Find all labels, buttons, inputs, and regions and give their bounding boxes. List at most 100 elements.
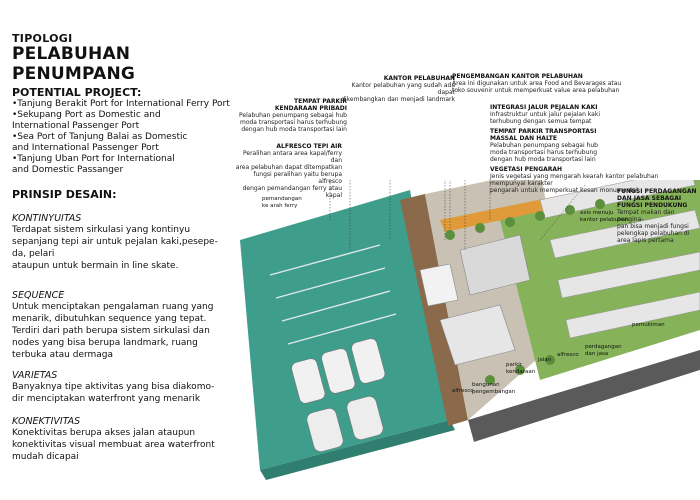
callout-title: MASSAL DAN HALTE xyxy=(490,135,557,142)
callout-line: terhubung dengan semua tempat xyxy=(490,118,592,125)
callout-vegetasi: VEGETASI PENGARAH Jenis vegetasi yang me… xyxy=(490,166,695,194)
callout-line: Peralihan antara area kapal/ferry dan xyxy=(242,150,342,164)
callout-title: ALFRESCO TEPI AIR xyxy=(276,143,342,150)
callout-line: area pelabuhan dapat ditempatkan xyxy=(235,164,342,171)
ferries xyxy=(291,338,386,452)
callout-line: Infrastruktur untuk jalur pejalan kaki xyxy=(490,111,600,118)
potential-item: •Tanjung Berakit Port for International … xyxy=(12,99,230,109)
principle-sequence: SEQUENCE Untuk menciptakan pengalaman ru… xyxy=(12,290,244,361)
callout-title: FUNGSI PERDAGANGAN xyxy=(617,188,697,195)
callout-line: Area ini digunakan untuk area Food and B… xyxy=(452,80,622,87)
callout-line: dikembangkan dan menjadi landmark xyxy=(341,96,455,103)
sidewalk xyxy=(474,370,700,448)
principle-text: Terdapat sistem sirkulasi yang kontinyu … xyxy=(12,224,244,272)
text-line: Terdapat sistem sirkulasi yang kontinyu xyxy=(12,225,191,235)
map-label-perdagangan: perdagangan dan jasa xyxy=(585,344,622,357)
map-label: kendaraan xyxy=(506,368,536,375)
principle-title: KONEKTIVITAS xyxy=(12,416,81,427)
water-area xyxy=(240,190,450,470)
callout-parkir-pribadi: TEMPAT PARKIR KENDARAAN PRIBADI Pelabuha… xyxy=(232,98,347,133)
map-label: pemandangan xyxy=(262,196,302,202)
map-label-parkir: parkir kendaraan xyxy=(506,362,535,375)
callout-parkir-massal: TEMPAT PARKIR TRANSPORTASI MASSAL DAN HA… xyxy=(490,128,650,163)
water-edge xyxy=(260,420,455,480)
potential-list: •Tanjung Berakit Port for International … xyxy=(12,99,244,176)
callout-line: pengarah untuk memperkuat kesan monument… xyxy=(490,187,638,194)
map-label: parkir xyxy=(506,362,523,368)
principles-heading: PRINSIP DESAIN: xyxy=(12,188,117,201)
text-line: da, pelari xyxy=(12,249,55,259)
callout-lines xyxy=(329,180,586,250)
text-line: Banyaknya tipe aktivitas yang bisa diako… xyxy=(12,382,215,392)
text-line: menarik, dibutuhkan sequence yang tepat. xyxy=(12,314,207,324)
callout-title: VEGETASI PENGARAH xyxy=(490,166,563,173)
map-label-jalan: jalan xyxy=(538,357,552,363)
commercial-halls xyxy=(539,180,700,339)
text-line: nodes yang bisa berupa landmark, ruang xyxy=(12,338,198,348)
text-line: Terdiri dari path berupa sistem sirkulas… xyxy=(12,326,210,336)
callout-title: TEMPAT PARKIR xyxy=(294,98,347,105)
callout-title: KENDARAAN PRIBADI xyxy=(274,105,347,112)
callout-line: Kantor pelabuhan yang sudah ada dapat xyxy=(351,82,455,96)
road xyxy=(468,350,700,442)
text-line: terbuka atau dermaga xyxy=(12,350,114,360)
potential-item: •Tanjung Uban Port for International xyxy=(12,154,175,164)
potential-item: International Passenger Port xyxy=(12,121,140,131)
potential-item: •Sea Port of Tanjung Balai as Domestic xyxy=(12,132,188,142)
map-label-alfresco-2: alfresco xyxy=(452,388,474,394)
callout-title: PENGEMBANGAN KANTOR PELABUHAN xyxy=(452,73,583,80)
callout-line: Jenis vegetasi yang mengarah kearah kant… xyxy=(490,173,659,187)
text-line: ataupun untuk bermain in line skate. xyxy=(12,261,179,271)
callout-line: fungsi peralihan yaitu berupa alfresco xyxy=(253,171,342,185)
callout-line: dengan hub moda transportasi lain xyxy=(241,126,347,133)
text-line: Untuk menciptakan pengalaman ruang yang xyxy=(12,302,214,312)
callout-line: kapal xyxy=(325,192,342,199)
principle-kontinyuitas: KONTINYUITAS Terdapat sistem sirkulasi y… xyxy=(12,213,244,272)
potential-item: and Domestic Passanger xyxy=(12,165,124,175)
map-label-axis: axis menuju kantor pelabuhan xyxy=(580,210,629,223)
principle-title: VARIETAS xyxy=(12,370,58,381)
callout-title: FUNGSI PENDUKUNG xyxy=(617,202,688,209)
marina-piers xyxy=(269,244,397,345)
map-label: dan jasa xyxy=(585,350,609,357)
map-label-pemandangan: pemandangan ke arah ferry xyxy=(262,196,302,209)
text-line: mudah dicapai xyxy=(12,452,79,462)
principle-title: SEQUENCE xyxy=(12,290,65,301)
callout-title: INTEGRASI JALUR PEJALAN KAKI xyxy=(490,104,598,111)
principle-text: Konektivitas berupa akses jalan ataupun … xyxy=(12,427,244,463)
map-label: kantor pelabuhan xyxy=(580,216,629,223)
principle-title: KONTINYUITAS xyxy=(12,213,82,224)
callout-line: pan bisa menjadi fungsi xyxy=(617,223,689,230)
callout-line: dengan pemandangan ferry atau xyxy=(242,185,342,192)
trees xyxy=(445,199,605,385)
map-label: axis menuju xyxy=(580,210,614,216)
callout-line: moda transportasi harus terhubung xyxy=(490,149,598,156)
page-title: PELABUHAN PENUMPANG xyxy=(12,44,136,84)
callout-line: moda transportasi harus terhubung xyxy=(239,119,347,126)
callout-line: Pelabuhan penumpang sebagai hub xyxy=(490,142,598,149)
callout-pengembangan: PENGEMBANGAN KANTOR PELABUHAN Area ini d… xyxy=(452,73,652,94)
principle-varietas: VARIETAS Banyaknya tipe aktivitas yang b… xyxy=(12,370,244,405)
map-label: bangunan xyxy=(472,382,500,388)
callout-title: TEMPAT PARKIR TRANSPORTASI xyxy=(490,128,597,135)
text-line: Konektivitas berupa akses jalan ataupun xyxy=(12,428,196,438)
callout-line: Tempat makan dan pengina- xyxy=(617,209,675,223)
waterfront-deck xyxy=(400,194,468,426)
callout-fungsi: FUNGSI PERDAGANGAN DAN JASA SEBAGAI FUNG… xyxy=(617,188,699,244)
callout-integrasi: INTEGRASI JALUR PEJALAN KAKI Infrastrukt… xyxy=(490,104,650,125)
map-label: perdagangan xyxy=(585,344,622,350)
potential-item: and International Passenger Port xyxy=(12,143,159,153)
callout-title: KANTOR PELABUHAN xyxy=(383,75,455,82)
principle-text: Banyaknya tipe aktivitas yang bisa diako… xyxy=(12,381,244,405)
map-label-alfresco-1: alfresco xyxy=(557,352,579,358)
site-diagram xyxy=(240,180,700,480)
callout-line: Pelabuhan penumpang sebagai hub xyxy=(239,112,347,119)
potential-item: •Sekupang Port as Domestic and xyxy=(12,110,161,120)
callout-title: DAN JASA SEBAGAI xyxy=(617,195,682,202)
map-label: ke arah ferry xyxy=(262,202,298,209)
kicker: TIPOLOGI xyxy=(12,32,73,45)
callout-alfresco: ALFRESCO TEPI AIR Peralihan antara area … xyxy=(232,143,342,199)
map-label-bangunan: bangunan pengembangan xyxy=(472,382,515,395)
port-buildings xyxy=(419,234,531,366)
text-line: sepanjang tepi air untuk pejalan kaki,pe… xyxy=(12,237,218,247)
